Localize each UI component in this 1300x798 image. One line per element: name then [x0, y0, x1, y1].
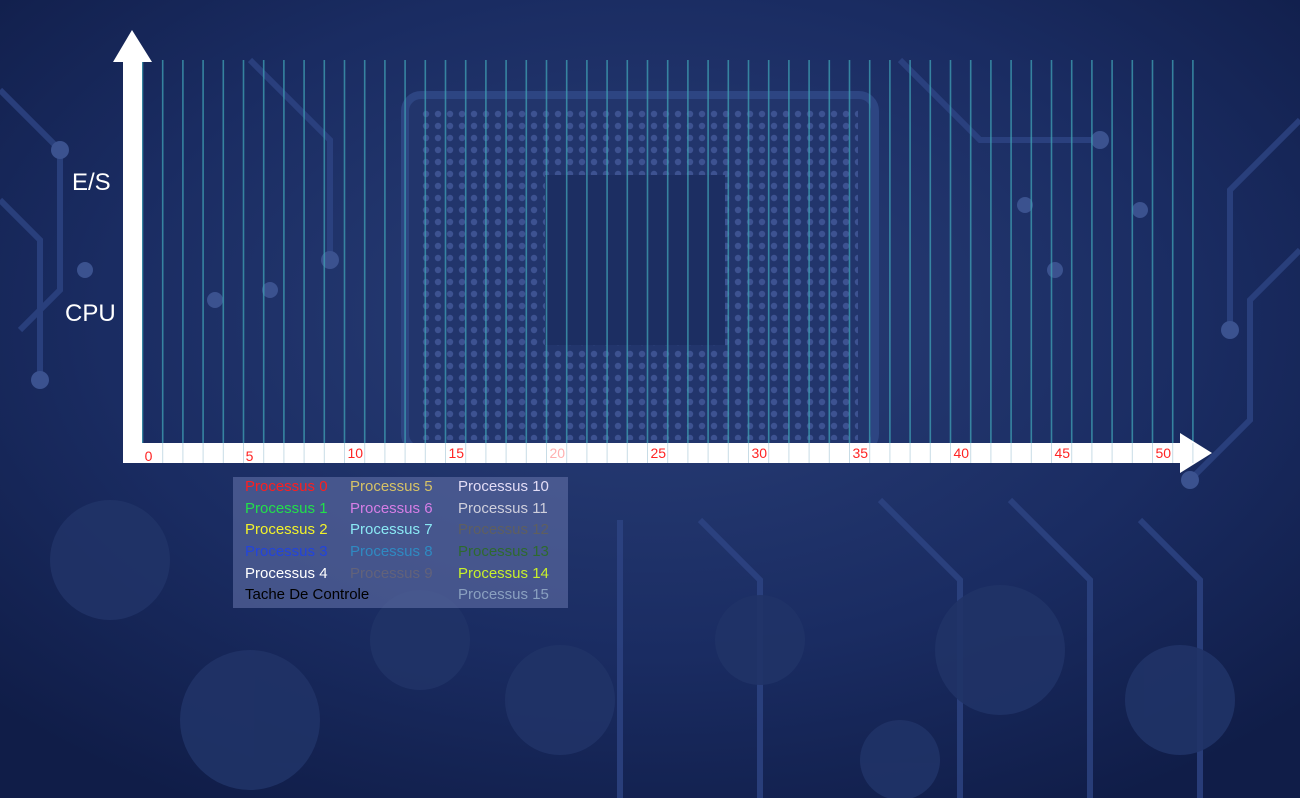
legend-item: Processus 11 [458, 500, 548, 517]
legend-item: Processus 13 [458, 543, 549, 560]
x-tick-label: 25 [651, 445, 667, 461]
x-tick-label: 15 [449, 445, 465, 461]
legend-item: Processus 8 [350, 543, 433, 560]
legend-item: Processus 0 [245, 478, 328, 495]
x-tick-label: 45 [1055, 445, 1071, 461]
legend-item: Processus 10 [458, 478, 549, 495]
legend-item: Processus 12 [458, 521, 549, 538]
x-axis-arrowhead [1180, 433, 1212, 473]
cpu-chip-graphic [401, 91, 879, 454]
y-axis-arrowhead [113, 30, 152, 62]
legend-item: Processus 2 [245, 521, 328, 538]
y-axis-line [123, 58, 142, 463]
legend-item: Processus 7 [350, 521, 433, 538]
x-tick-label: 35 [853, 445, 869, 461]
legend-item: Processus 9 [350, 565, 433, 582]
x-axis [123, 433, 1212, 473]
y-label-es: E/S [72, 169, 111, 196]
y-axis [113, 30, 152, 463]
x-axis-ticks [162, 443, 1194, 463]
legend-item: Processus 14 [458, 565, 549, 582]
legend: Processus 0 Processus 1 Processus 2 Process… [233, 477, 568, 608]
circuit-pads [31, 131, 1239, 489]
x-tick-label: 40 [954, 445, 970, 461]
x-axis-line [123, 443, 1185, 463]
x-tick-labels: 0 5 10 15 20 25 30 35 40 45 50 [145, 445, 1172, 464]
x-tick-label: 10 [348, 445, 364, 461]
grid-lines [141, 60, 1194, 444]
blurred-components [50, 500, 1235, 798]
x-tick-label: 20 [550, 445, 566, 461]
legend-item: Processus 4 [245, 565, 328, 582]
x-tick-label: 50 [1156, 445, 1172, 461]
legend-item: Processus 1 [245, 500, 328, 517]
x-tick-label: 30 [752, 445, 768, 461]
x-tick-label: 5 [246, 448, 254, 464]
x-tick-label: 0 [145, 448, 153, 464]
legend-item: Tache De Controle [245, 586, 370, 603]
legend-item: Processus 6 [350, 500, 433, 517]
circuit-traces [0, 57, 1300, 798]
y-label-cpu: CPU [65, 300, 116, 327]
legend-item: Processus 15 [458, 586, 549, 603]
legend-item: Processus 5 [350, 478, 433, 495]
legend-item: Processus 3 [245, 543, 328, 560]
